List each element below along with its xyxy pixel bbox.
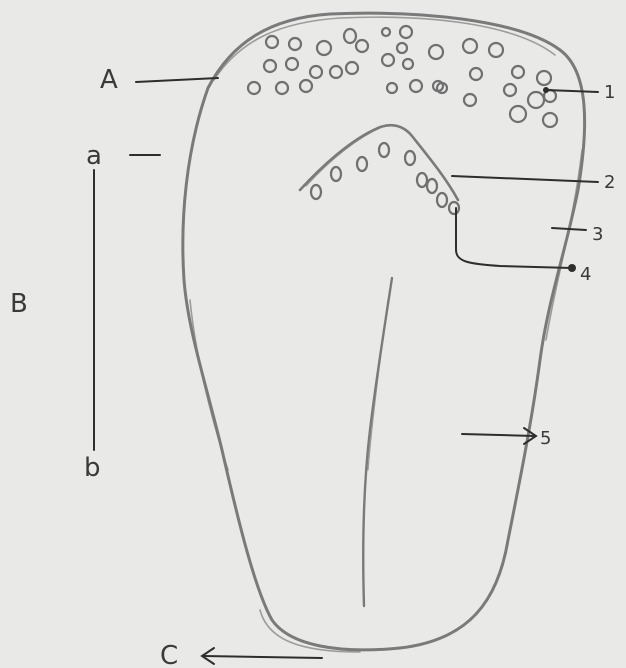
label-A: A [100, 65, 118, 95]
pointer-line-3 [552, 228, 586, 230]
label-a: a [86, 141, 102, 171]
label-3: 3 [592, 224, 603, 245]
label-B: B [10, 289, 28, 319]
fungiform-papillae [248, 26, 557, 127]
pointer-line-C [204, 656, 322, 658]
sulcus-terminalis [300, 125, 458, 200]
pointer-dot-4 [568, 264, 576, 272]
label-b: b [84, 453, 101, 483]
median-sulcus-sketch [368, 300, 388, 470]
pointer-line-A [136, 78, 218, 82]
label-5: 5 [540, 428, 551, 449]
median-sulcus [363, 278, 392, 606]
pointer-dot-1 [543, 87, 549, 93]
sulcus-terminalis-sketch [306, 126, 384, 186]
pointer-line-2 [452, 176, 598, 182]
label-1: 1 [604, 82, 615, 103]
label-2: 2 [604, 172, 615, 193]
label-C: C [160, 641, 178, 668]
pointer-line-5 [462, 434, 534, 436]
circumvallate-papillae [311, 143, 459, 214]
label-4: 4 [580, 264, 591, 285]
pointer-line-4 [456, 208, 572, 268]
